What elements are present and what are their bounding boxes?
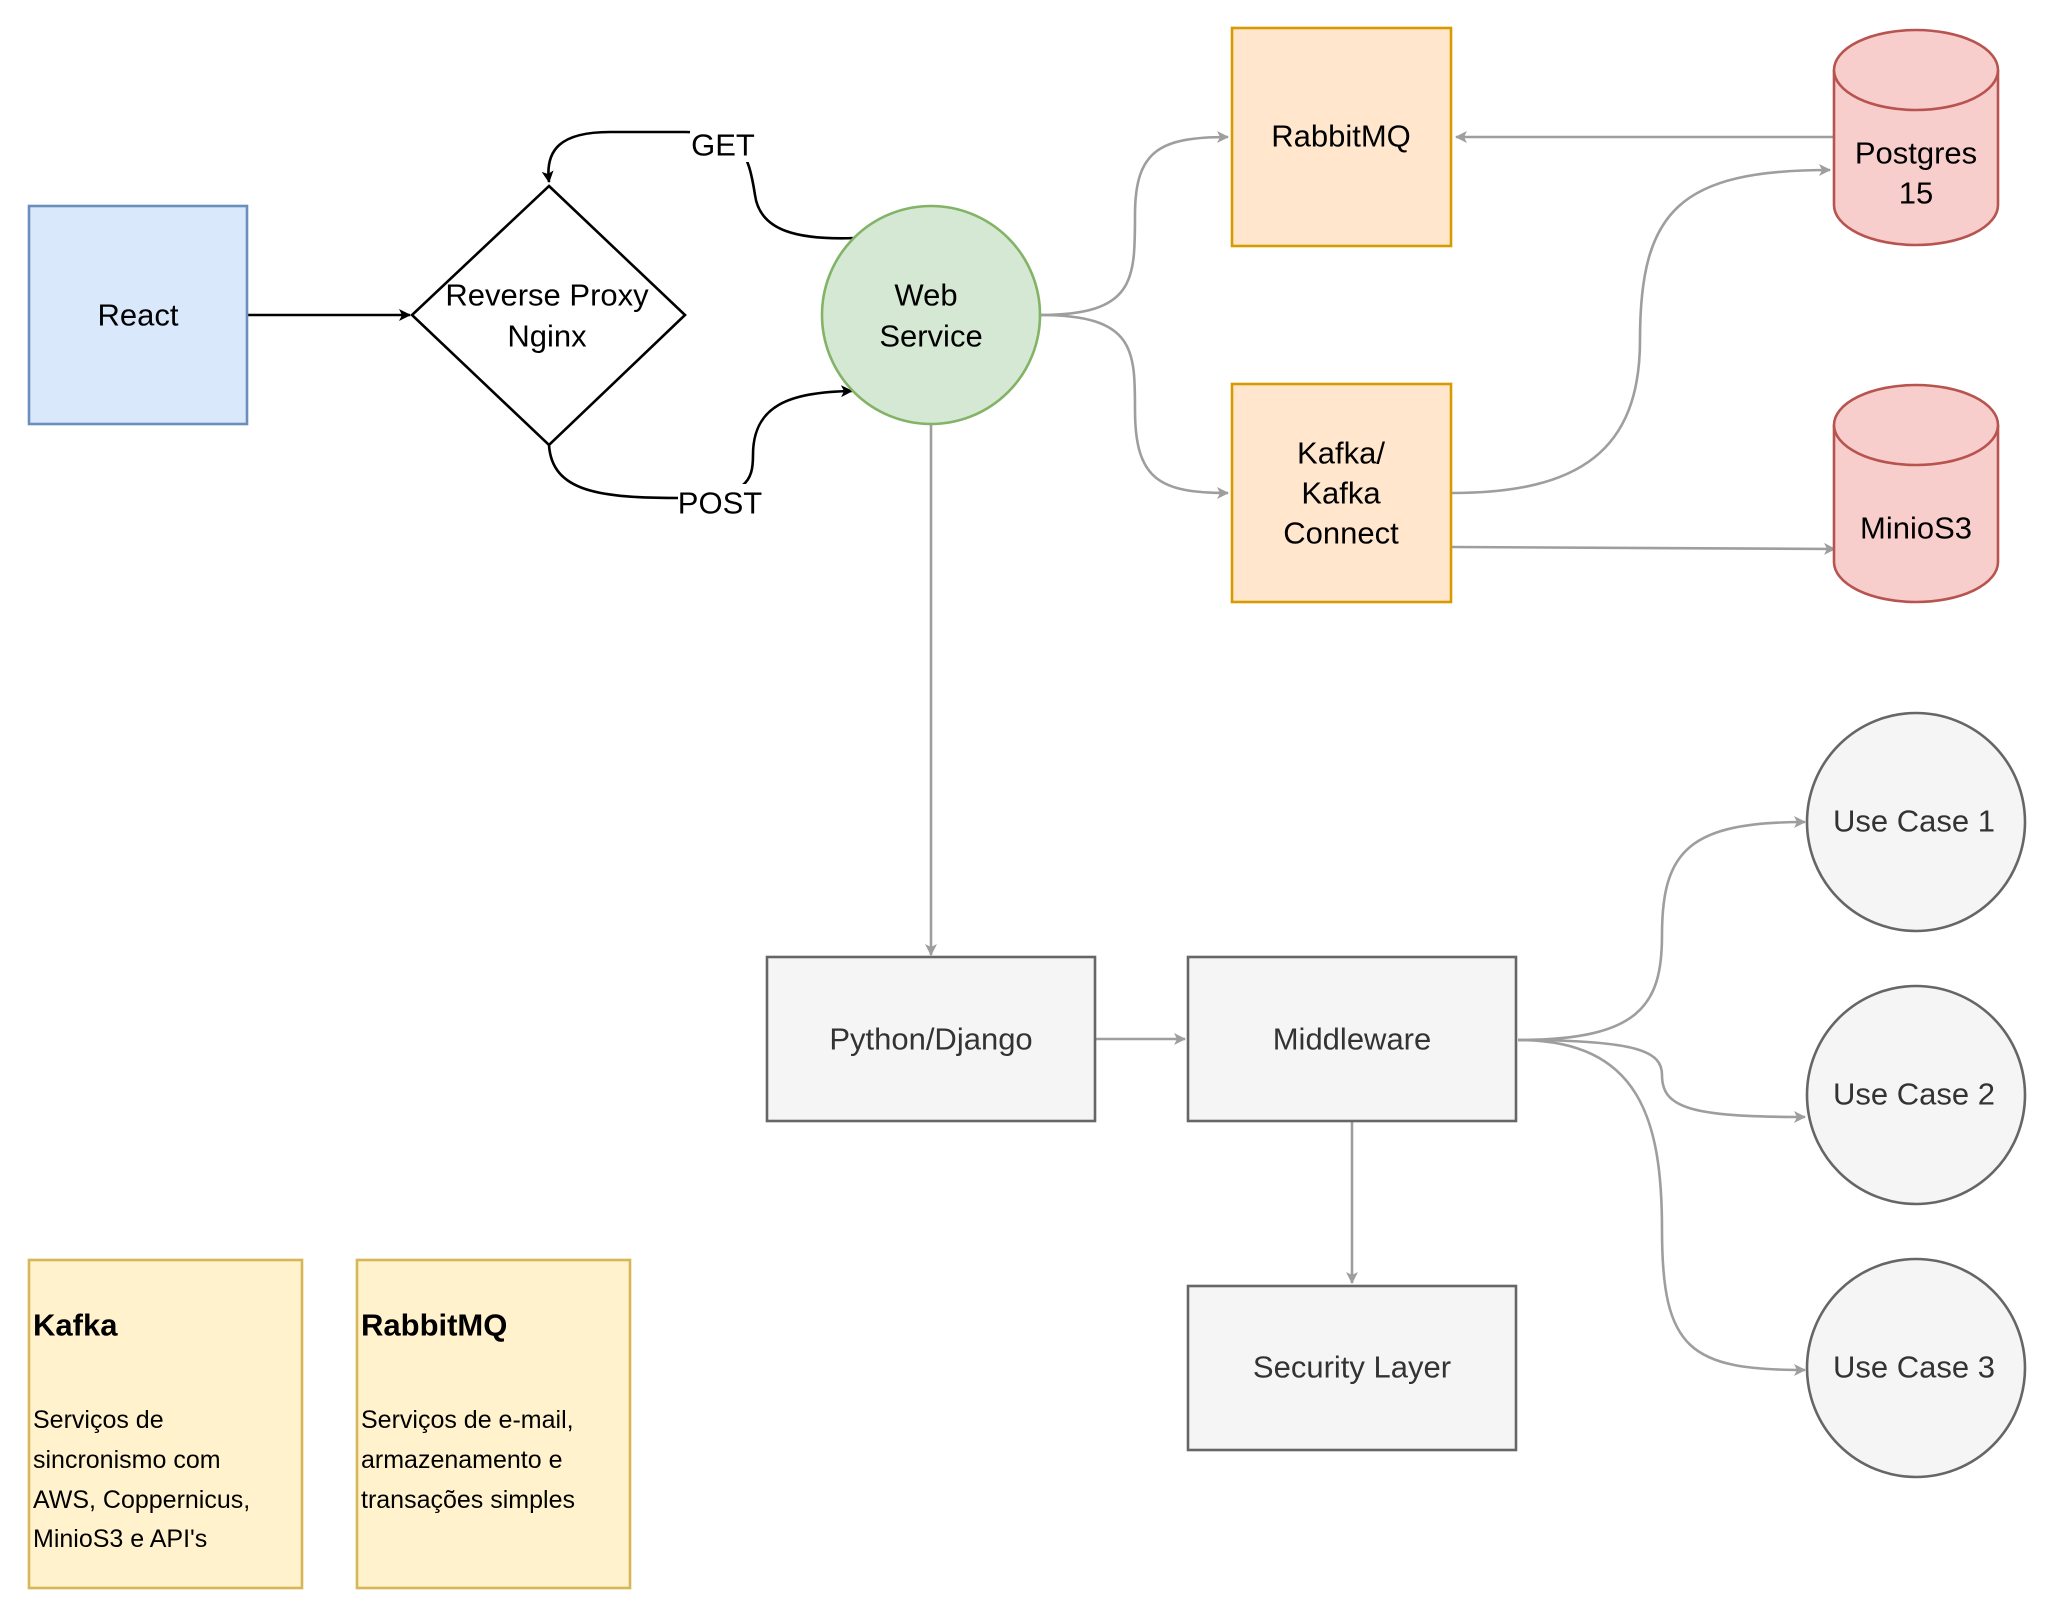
edge-kafka-to-minio (1451, 542, 1836, 555)
node-reverse-proxy-line2: Nginx (507, 319, 587, 354)
node-postgres[interactable]: Postgres 15 (1832, 28, 2000, 247)
node-python-django-label: Python/Django (829, 1022, 1032, 1057)
edge-kafka-to-postgres (1451, 164, 1831, 495)
node-kafka-line3: Connect (1283, 516, 1399, 551)
edge-post-proxy-to-webservice (547, 385, 853, 500)
node-react-label: React (98, 298, 179, 333)
node-web-service-line1: Web (894, 278, 957, 313)
node-reverse-proxy[interactable]: Reverse Proxy Nginx (410, 184, 687, 447)
node-kafka-line1: Kafka/ (1297, 436, 1385, 471)
node-minio-label: MinioS3 (1860, 511, 1972, 546)
node-python-django[interactable]: Python/Django (765, 955, 1097, 1123)
node-postgres-line2: 15 (1899, 176, 1933, 211)
note-rabbitmq-line: armazenamento e (361, 1446, 563, 1474)
node-minio[interactable]: MinioS3 (1832, 383, 2000, 604)
edge-label-post: POST (678, 484, 764, 521)
note-rabbitmq-title: RabbitMQ (361, 1308, 507, 1343)
node-rabbitmq-label: RabbitMQ (1271, 119, 1411, 154)
node-kafka[interactable]: Kafka/ Kafka Connect (1230, 382, 1453, 604)
edge-label-get-text: GET (691, 128, 755, 163)
note-kafka: Kafka Serviços de sincronismo com AWS, C… (27, 1258, 304, 1590)
node-use-case-1-label: Use Case 1 (1833, 804, 1995, 839)
edge-webservice-to-rabbitmq (1039, 131, 1229, 317)
node-use-case-2-label: Use Case 2 (1833, 1077, 1995, 1112)
node-security-layer[interactable]: Security Layer (1186, 1284, 1518, 1452)
edge-middleware-to-usecase3 (1517, 1038, 1806, 1376)
edge-label-get: GET (690, 126, 756, 163)
node-use-case-3-label: Use Case 3 (1833, 1350, 1995, 1385)
node-react[interactable]: React (27, 204, 249, 426)
note-kafka-line: MinioS3 e API's (33, 1525, 207, 1553)
note-rabbitmq: RabbitMQ Serviços de e-mail, armazenamen… (355, 1258, 632, 1590)
node-web-service-line2: Service (879, 319, 982, 354)
note-kafka-line: sincronismo com (33, 1446, 221, 1474)
note-kafka-line: Serviços de (33, 1406, 164, 1434)
edge-webservice-to-kafka (1039, 313, 1229, 499)
node-kafka-line2: Kafka (1301, 476, 1381, 511)
note-kafka-line: AWS, Coppernicus, (33, 1486, 250, 1514)
node-use-case-3[interactable]: Use Case 3 (1805, 1257, 2027, 1479)
node-middleware[interactable]: Middleware (1186, 955, 1518, 1123)
node-web-service[interactable]: Web Service (820, 204, 1042, 426)
note-rabbitmq-line: Serviços de e-mail, (361, 1406, 574, 1434)
node-middleware-label: Middleware (1273, 1022, 1432, 1057)
edge-middleware-to-usecase2 (1517, 1038, 1806, 1123)
note-kafka-title: Kafka (33, 1308, 118, 1343)
node-rabbitmq[interactable]: RabbitMQ (1230, 26, 1453, 248)
node-use-case-2[interactable]: Use Case 2 (1805, 984, 2027, 1206)
node-reverse-proxy-line1: Reverse Proxy (445, 278, 649, 313)
node-postgres-line1: Postgres (1855, 136, 1977, 171)
note-rabbitmq-line: transações simples (361, 1486, 575, 1514)
edge-label-post-text: POST (678, 486, 762, 521)
edge-middleware-to-usecase1 (1517, 816, 1806, 1042)
node-security-layer-label: Security Layer (1253, 1350, 1451, 1385)
node-use-case-1[interactable]: Use Case 1 (1805, 711, 2027, 933)
